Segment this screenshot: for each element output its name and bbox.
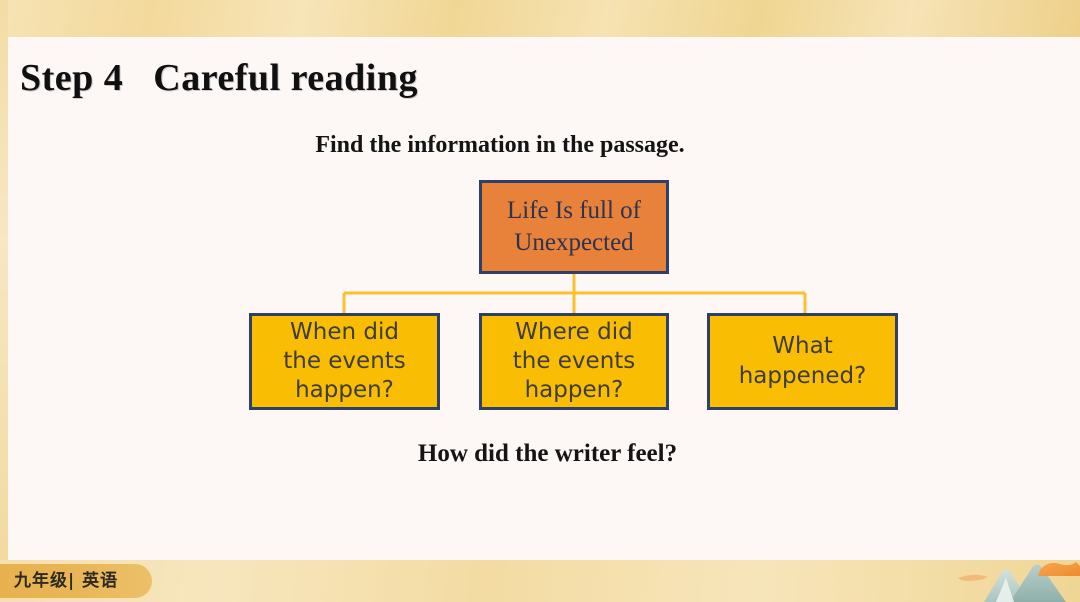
top-decorative-band <box>0 0 1080 37</box>
instruction-text: Find the information in the passage. <box>315 132 685 158</box>
page-title: Step 4 Careful reading <box>20 57 418 99</box>
grade-subject-label: 九年级| 英语 <box>14 571 119 591</box>
diagram-node-what[interactable]: What happened? <box>707 313 898 410</box>
left-decorative-strip <box>0 0 8 602</box>
diagram-node-root-label: Life Is full of Unexpected <box>507 197 641 256</box>
diagram-node-where[interactable]: Where did the events happen? <box>479 313 669 410</box>
diagram-node-where-label: Where did the events happen? <box>512 318 636 404</box>
diagram-node-when[interactable]: When did the events happen? <box>249 313 440 410</box>
mountain-illustration-svg <box>958 562 1080 602</box>
mountain-illustration-icon <box>940 560 1080 602</box>
diagram-node-root[interactable]: Life Is full of Unexpected <box>479 180 669 274</box>
slide-content-area <box>8 37 1080 560</box>
footer-pill <box>0 564 152 598</box>
diagram-node-when-label: When did the events happen? <box>283 318 406 404</box>
diagram-node-what-label: What happened? <box>738 333 867 389</box>
closing-question-text: How did the writer feel? <box>417 440 678 467</box>
footer-band: 九年级| 英语 <box>0 560 1080 602</box>
